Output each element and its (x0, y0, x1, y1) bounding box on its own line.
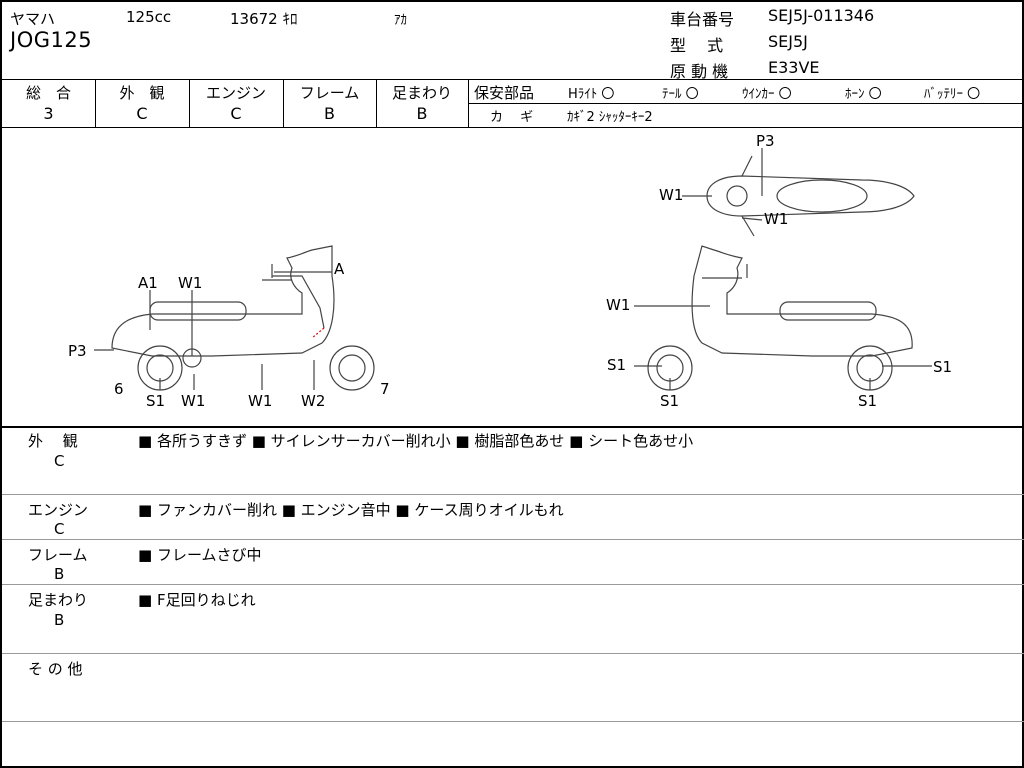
scooter-top-view (706, 155, 915, 237)
frame-no-label: 車台番号 (670, 10, 735, 29)
mark-p3: P3 (756, 132, 775, 150)
mark-w1: W1 (248, 392, 272, 410)
damage-diagram: A1 W1 A P3 6 S1 W1 W1 W2 7 P3 W1 W1 W1 S… (68, 132, 952, 410)
mark-w1: W1 (178, 274, 202, 292)
key-label: カ ギ (490, 110, 534, 125)
engine-label: 原 動 機 (670, 62, 729, 81)
mark-s1: S1 (146, 392, 165, 410)
mileage: 13672 ｷﾛ (230, 10, 298, 28)
mark-s1: S1 (660, 392, 679, 410)
remark-suspension-grade: B (54, 611, 65, 629)
remark-frame-grade: B (54, 565, 65, 583)
grade-frame-value: B (324, 104, 335, 123)
remark-suspension-notes: ■ F足回りねじれ (138, 591, 256, 609)
safety-taillight: ﾃｰﾙ 〇 (662, 87, 699, 102)
key-value: ｶｷﾞ2 ｼｬｯﾀｰｷｰ2 (567, 110, 653, 125)
mark-w2: W2 (301, 392, 325, 410)
safety-winker: ｳｲﾝｶｰ 〇 (742, 87, 792, 102)
safety-headlight: Hﾗｲﾄ 〇 (568, 87, 615, 102)
mark-w1: W1 (606, 296, 630, 314)
grade-overall-label: 総 合 (25, 84, 71, 102)
remark-engine-notes: ■ ファンカバー削れ ■ エンジン音中 ■ ケース周りオイルもれ (138, 501, 564, 519)
mark-w1: W1 (181, 392, 205, 410)
remark-exterior-grade: C (54, 452, 65, 470)
mark-6: 6 (114, 380, 124, 398)
scooter-right-side (647, 245, 913, 391)
grade-exterior-label: 外 観 (119, 84, 165, 102)
mark-a: A (334, 260, 345, 278)
grade-engine-label: エンジン (205, 84, 266, 102)
mark-p3: P3 (68, 342, 87, 360)
mark-s1: S1 (858, 392, 877, 410)
remark-engine-grade: C (54, 520, 65, 538)
remark-frame-notes: ■ フレームさび中 (138, 546, 262, 564)
color: ｱｶ (394, 13, 407, 28)
remark-frame-category: フレーム (28, 546, 88, 564)
mark-w1: W1 (659, 186, 683, 204)
safety-label: 保安部品 (474, 84, 535, 102)
safety-battery: ﾊﾞｯﾃﾘｰ 〇 (924, 87, 981, 102)
remark-exterior-notes: ■ 各所うすきず ■ サイレンサーカバー削れ小 ■ 樹脂部色あせ ■ シート色あ… (138, 432, 694, 450)
displacement: 125cc (126, 8, 172, 26)
mark-w1: W1 (764, 210, 788, 228)
mark-7: 7 (380, 380, 390, 398)
grade-exterior-value: C (136, 104, 148, 123)
frame-no: SEJ5J-011346 (768, 6, 875, 25)
safety-horn: ﾎｰﾝ 〇 (845, 87, 882, 102)
engine-value: E33VE (768, 58, 820, 77)
model-name: JOG125 (10, 28, 93, 52)
scooter-left-side (111, 245, 375, 391)
mark-s1: S1 (607, 356, 626, 374)
mark-s1: S1 (933, 358, 952, 376)
remark-suspension-category: 足まわり (28, 591, 89, 609)
mark-a1: A1 (138, 274, 158, 292)
remark-engine-category: エンジン (28, 501, 89, 519)
grade-suspension-value: B (416, 104, 428, 123)
divider (2, 79, 1024, 80)
type-value: SEJ5J (768, 32, 808, 51)
remark-exterior-category: 外 観 (28, 432, 78, 450)
grade-engine-value: C (230, 104, 242, 123)
grade-frame-label: フレーム (299, 84, 360, 102)
type-label: 型 式 (670, 36, 724, 55)
maker: ヤマハ (10, 10, 56, 28)
grade-overall-value: 3 (43, 104, 54, 123)
grade-suspension-label: 足まわり (391, 84, 452, 102)
remark-other-category: そ の 他 (28, 660, 83, 678)
